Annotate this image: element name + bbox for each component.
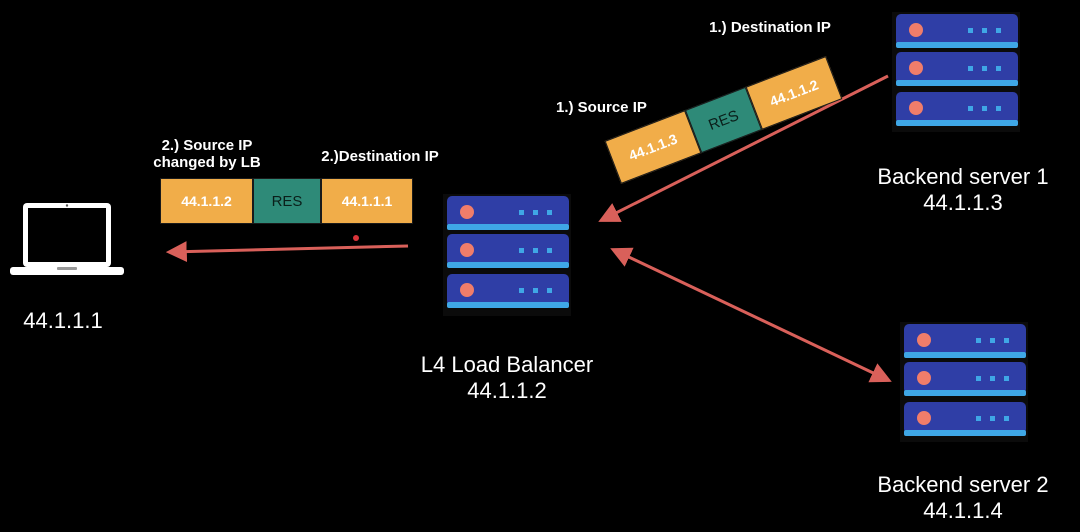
backend-server-2-icon [900, 322, 1028, 442]
forwarded-dest-ip: 44.1.1.1 [321, 178, 413, 224]
load-balancer-ip: 44.1.1.2 [467, 378, 547, 403]
response-dest-label: 1.) Destination IP [709, 19, 831, 36]
load-balancer-icon [443, 194, 571, 316]
response-source-label: 1.) Source IP [556, 99, 647, 116]
forwarded-dest-label: 2.)Destination IP [321, 148, 439, 165]
backend-server-1-ip: 44.1.1.3 [923, 190, 1003, 215]
arrow-lb-backend2 [610, 247, 892, 383]
backend-server-2-ip: 44.1.1.4 [923, 498, 1003, 523]
marker-dot [353, 235, 359, 241]
forwarded-packet: 44.1.1.2 RES 44.1.1.1 [160, 178, 413, 224]
backend-server-2-name: Backend server 2 [877, 472, 1049, 497]
backend-server-1-name: Backend server 1 [877, 164, 1049, 189]
backend-server-1-label: Backend server 1 44.1.1.3 [843, 164, 1080, 216]
load-balancer-label: L4 Load Balancer 44.1.1.2 [377, 352, 637, 404]
forwarded-source-ip: 44.1.1.2 [160, 178, 253, 224]
backend-server-1-icon [892, 12, 1020, 132]
backend-server-2-label: Backend server 2 44.1.1.4 [843, 472, 1080, 524]
arrow-lb-to-client [165, 241, 409, 263]
client-ip: 44.1.1.1 [23, 308, 103, 333]
load-balancer-name: L4 Load Balancer [420, 352, 594, 377]
laptop-icon [10, 203, 124, 275]
forwarded-source-label: 2.) Source IP changed by LB [153, 137, 261, 171]
forwarded-payload: RES [253, 178, 321, 224]
arrow-backend1-to-lb [598, 74, 889, 222]
